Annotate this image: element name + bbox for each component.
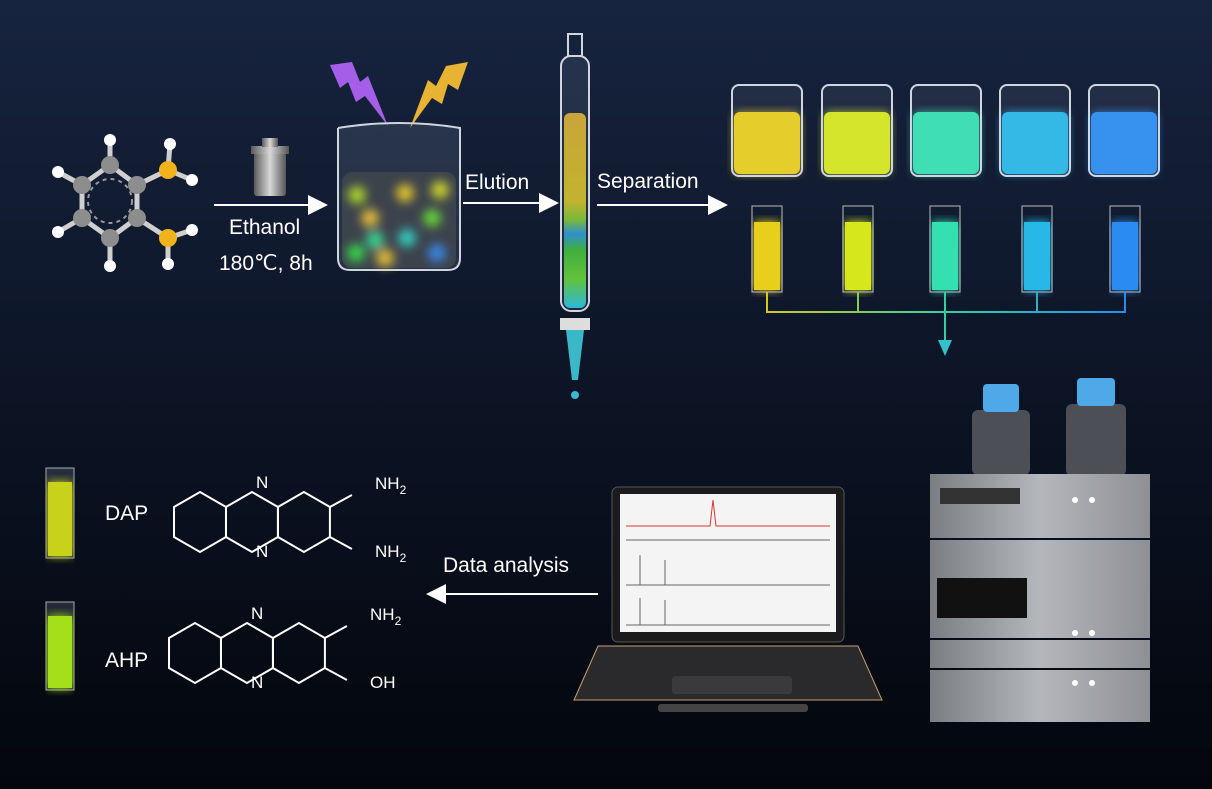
fraction-5 [1088, 84, 1160, 293]
fraction-3 [910, 84, 982, 293]
fraction-2 [821, 84, 893, 293]
dap-structure-labels: N N NH2 NH2 [256, 473, 407, 565]
cuvette-liquid [754, 222, 780, 290]
elution-label: Elution [465, 171, 529, 194]
reaction-beaker-icon [337, 122, 461, 271]
lightning-purple-icon [330, 62, 388, 126]
conditions-label: 180℃, 8h [219, 252, 313, 275]
fraction-beaker-liquid [1091, 112, 1157, 174]
lightning-orange-icon [410, 62, 468, 128]
product-ahp: AHP [45, 601, 148, 691]
fraction-beaker-icon [910, 84, 982, 177]
fraction-beaker-liquid [913, 112, 979, 174]
svg-text:NH2: NH2 [375, 542, 407, 565]
data-analysis-label: Data analysis [443, 554, 569, 577]
fraction-beaker-liquid [734, 112, 800, 174]
svg-text:OH: OH [370, 673, 396, 692]
down-arrow-icon [938, 340, 952, 356]
cuvette-liquid [1112, 222, 1138, 290]
fraction-beaker-icon [1088, 84, 1160, 177]
svg-text:N: N [256, 473, 268, 492]
o-phenylenediamine-molecule-icon [52, 134, 198, 272]
dap-label: DAP [105, 502, 148, 525]
hplc-instrument-icon [930, 378, 1150, 722]
svg-text:NH2: NH2 [375, 474, 407, 497]
fraction-beaker-icon [731, 84, 803, 177]
separation-label: Separation [597, 170, 699, 193]
cuvette-liquid [845, 222, 871, 290]
chromatography-column-icon [560, 33, 590, 399]
autoclave-reactor-icon [251, 138, 289, 196]
ahp-structure-labels: N N NH2 OH [251, 604, 402, 692]
chromatogram-screen [620, 494, 836, 632]
cuvette-liquid [1024, 222, 1050, 290]
fraction-4 [999, 84, 1071, 293]
product-dap: DAP [45, 467, 148, 559]
fraction-beaker-liquid [1002, 112, 1068, 174]
fraction-beaker-icon [821, 84, 893, 177]
fractions-group [731, 84, 1160, 293]
svg-text:N: N [256, 542, 268, 561]
laptop-icon [573, 486, 883, 712]
fraction-beaker-icon [999, 84, 1071, 177]
fraction-connector [766, 292, 1126, 348]
svg-text:N: N [251, 673, 263, 692]
ahp-label: AHP [105, 649, 148, 672]
svg-text:N: N [251, 604, 263, 623]
dap-structure [173, 490, 353, 554]
cuvette-liquid [932, 222, 958, 290]
fraction-beaker-liquid [824, 112, 890, 174]
fraction-1 [731, 84, 803, 293]
structures [168, 490, 353, 685]
svg-text:NH2: NH2 [370, 605, 402, 628]
solvent-label: Ethanol [229, 216, 300, 239]
ahp-structure [168, 621, 348, 685]
